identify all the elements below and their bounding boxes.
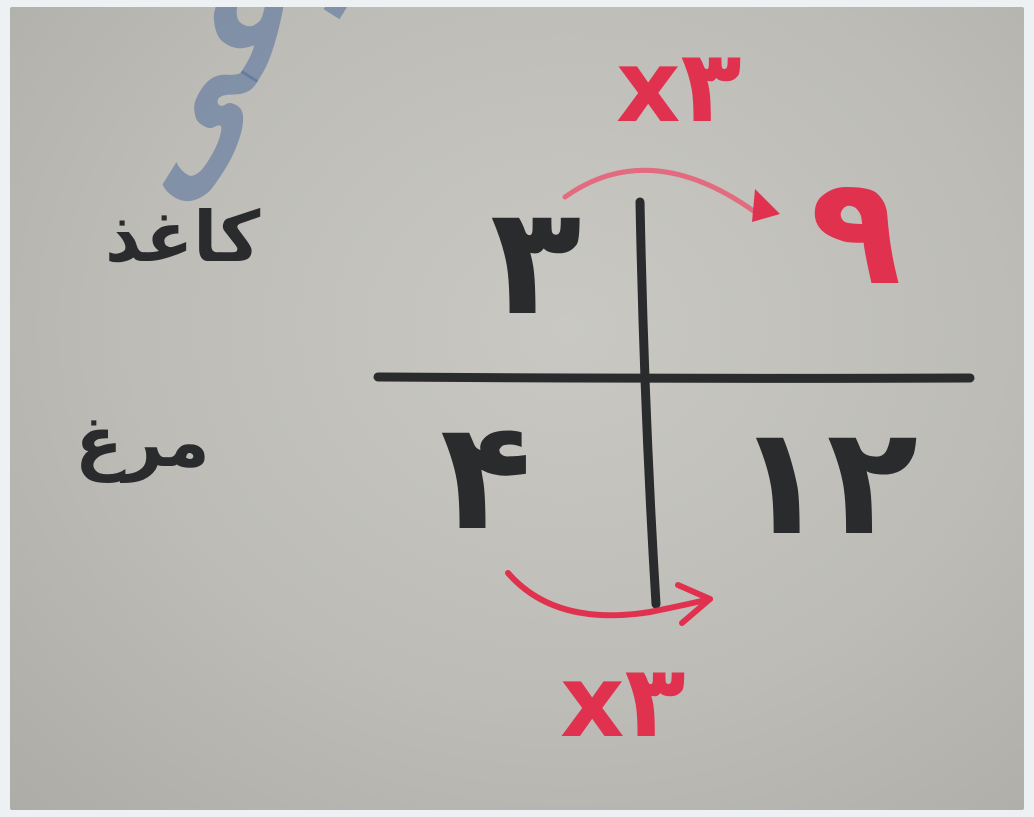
- horizontal-line: [373, 372, 975, 383]
- vertical-line: [635, 197, 661, 609]
- note-line-2: مرغ: [75, 401, 210, 483]
- top-arrow-head: [752, 189, 780, 222]
- cross-drawing: [373, 167, 975, 626]
- cross-bottom-right-number: ۱۲: [735, 395, 919, 569]
- bottom-arrow-head: [675, 582, 713, 626]
- cross-top-right-number: ۹: [810, 145, 902, 319]
- cross-bottom-left-number: ۴: [440, 390, 532, 564]
- bottom-multiplier-label: x۳: [560, 643, 686, 760]
- cross-top-left-number: ۳: [490, 175, 582, 349]
- note-line-1: کاغذ: [105, 196, 261, 278]
- bottom-arrow-curve: [505, 570, 713, 619]
- top-arrow-curve: [562, 167, 758, 215]
- top-multiplier-label: x۳: [616, 28, 742, 145]
- photo-frame: کاغذ مرغ ۳ ۹ ۴ ۱۲ x۳ x۳ موضوعی: [10, 7, 1024, 810]
